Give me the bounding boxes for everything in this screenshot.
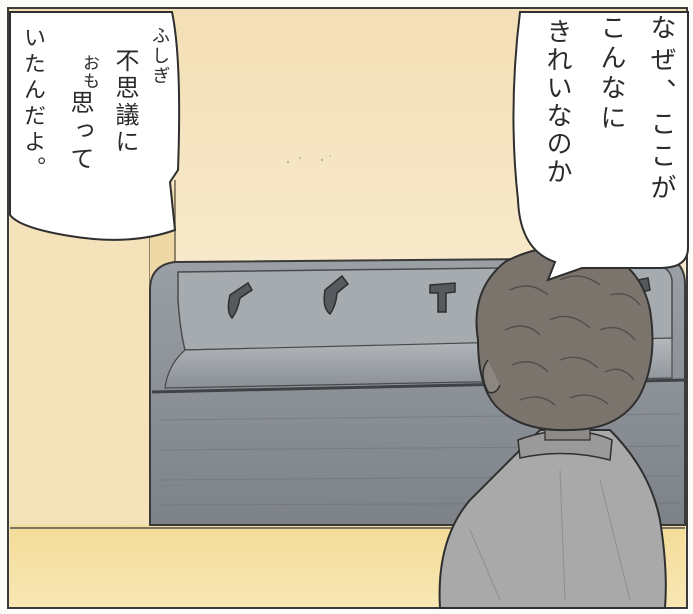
dialogue-left-line-fushigi: 不思議に	[111, 48, 139, 156]
dialogue-left-line-ita: いたんだよ。	[20, 26, 45, 182]
person-head	[475, 245, 654, 432]
speech-bubble-left	[9, 11, 181, 241]
person-jacket	[438, 429, 667, 609]
ruby-omo: おも	[79, 54, 99, 90]
faucet-2	[323, 274, 350, 316]
hair-texture	[504, 275, 641, 406]
dialogue-right-line-1: なぜ、ここが	[646, 14, 676, 206]
speech-bubble-right	[512, 11, 689, 282]
faucet-3	[429, 282, 456, 313]
dialogue-left-line-omotte: 思って	[66, 90, 94, 174]
ruby-fushigi: ふしぎ	[149, 26, 170, 86]
dialogue-right-line-2: こんなに	[596, 14, 626, 134]
faucet-1	[227, 281, 253, 320]
left-wall	[10, 200, 150, 535]
dialogue-right-line-3: きれいなのか	[542, 18, 572, 186]
